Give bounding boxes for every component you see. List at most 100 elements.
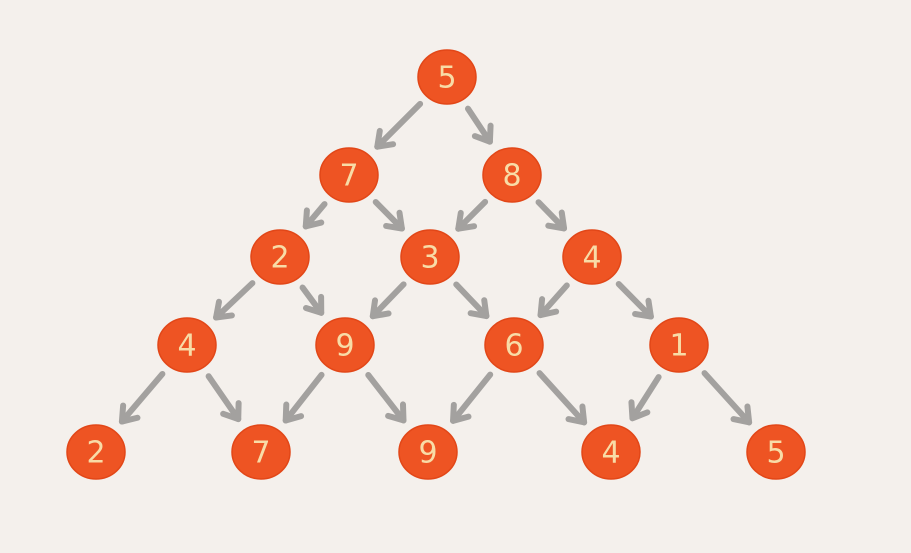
arrowhead-icon	[450, 401, 472, 424]
edge-arrow	[365, 372, 407, 424]
node-circle	[417, 49, 477, 105]
edge-line	[535, 199, 568, 232]
triangle-node: 7	[231, 424, 291, 480]
node-circle	[315, 317, 375, 373]
edge-line	[299, 284, 325, 316]
arrowhead-icon	[213, 298, 235, 321]
arrowhead-icon	[302, 207, 325, 230]
arrowhead-icon	[455, 209, 478, 232]
node-circle	[319, 147, 379, 203]
node-value: 9	[335, 329, 354, 364]
node-circle	[66, 424, 126, 480]
edge-arrow	[701, 370, 753, 426]
edge-arrow	[118, 370, 166, 425]
edge-arrow	[536, 370, 588, 426]
node-circle	[157, 317, 217, 373]
edge-arrow	[628, 374, 662, 422]
edge-line	[118, 370, 166, 425]
node-circle	[398, 424, 458, 480]
arrowhead-icon	[374, 127, 397, 150]
triangle-node: 3	[400, 229, 460, 285]
triangle-node: 7	[319, 147, 379, 203]
triangle-node: 2	[66, 424, 126, 480]
edge-arrow	[299, 284, 325, 316]
triangle-node: 6	[484, 317, 544, 373]
arrowhead-icon	[220, 400, 242, 423]
edge-line	[536, 370, 588, 426]
node-value: 2	[270, 241, 289, 276]
node-circle	[562, 229, 622, 285]
node-circle	[250, 229, 310, 285]
triangle-node: 4	[157, 317, 217, 373]
edge-arrow	[535, 199, 568, 232]
node-circle	[400, 229, 460, 285]
node-circle	[231, 424, 291, 480]
edge-arrow	[374, 100, 424, 150]
node-value: 5	[437, 61, 456, 96]
edge-line	[629, 374, 662, 422]
triangle-node: 8	[482, 147, 542, 203]
node-value: 2	[86, 436, 105, 471]
edge-line	[365, 372, 407, 424]
triangle-node: 4	[581, 424, 641, 480]
node-value: 7	[339, 159, 358, 194]
edge-arrow	[282, 371, 325, 424]
arrowhead-icon	[302, 293, 325, 316]
edge-arrow	[615, 281, 654, 320]
arrowhead-icon	[565, 403, 588, 426]
edge-line	[369, 281, 407, 320]
edge-arrow	[465, 105, 494, 145]
edge-line	[372, 199, 405, 232]
node-circle	[482, 147, 542, 203]
edge-line	[282, 371, 325, 424]
triangle-node: 5	[746, 424, 806, 480]
arrowhead-icon	[369, 297, 392, 320]
node-circle	[649, 317, 709, 373]
edge-arrow	[450, 371, 494, 424]
node-circle	[746, 424, 806, 480]
edge-arrow	[537, 282, 570, 319]
edge-arrow	[453, 281, 490, 320]
edge-line	[465, 105, 493, 145]
node-value: 5	[766, 436, 785, 471]
triangle-node: 9	[398, 424, 458, 480]
node-value: 4	[177, 329, 196, 364]
edge-line	[453, 281, 490, 320]
arrowhead-icon	[467, 297, 490, 320]
arrowhead-icon	[383, 209, 405, 232]
arrowhead-icon	[385, 401, 407, 424]
triangle-node: 2	[250, 229, 310, 285]
edge-line	[450, 371, 494, 424]
node-value: 7	[251, 436, 270, 471]
arrowhead-icon	[632, 297, 654, 320]
node-value: 4	[582, 241, 601, 276]
node-value: 4	[601, 436, 620, 471]
edge-arrow	[213, 280, 256, 321]
edge-arrow	[369, 281, 407, 320]
node-value: 6	[504, 329, 523, 364]
edge-arrow	[205, 373, 242, 423]
triangle-node: 9	[315, 317, 375, 373]
edge-arrow	[455, 198, 489, 232]
edge-line	[615, 281, 654, 320]
arrowhead-icon	[471, 122, 494, 145]
arrowhead-icon	[282, 401, 305, 424]
edge-arrow	[302, 201, 328, 230]
edge-line	[701, 370, 753, 426]
triangle-node: 1	[649, 317, 709, 373]
triangle-node: 5	[417, 49, 477, 105]
edge-arrow	[372, 199, 405, 232]
node-value: 9	[418, 436, 437, 471]
node-circle	[581, 424, 641, 480]
arrowhead-icon	[545, 209, 568, 232]
arrowhead-icon	[730, 403, 753, 426]
arrowhead-icon	[628, 399, 651, 422]
arrowhead-icon	[118, 402, 141, 425]
node-value: 3	[420, 241, 439, 276]
edge-line	[213, 280, 256, 321]
edges-layer	[118, 100, 753, 426]
edge-line	[205, 373, 242, 423]
edge-line	[455, 198, 489, 232]
